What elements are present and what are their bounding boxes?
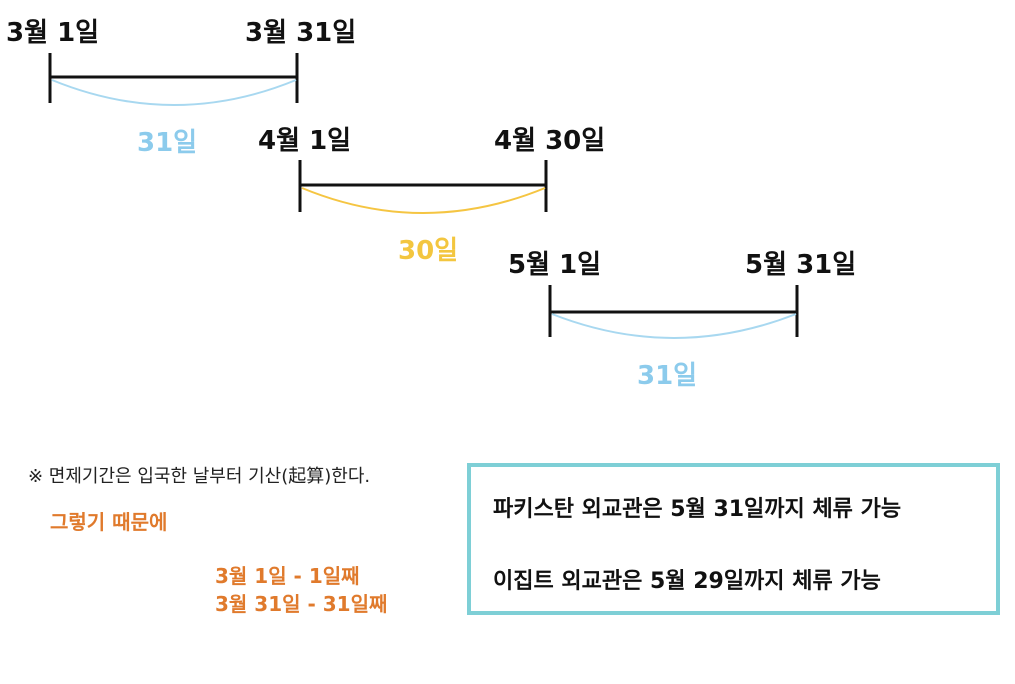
info-box-line-1: 파키스탄 외교관은 5월 31일까지 체류 가능: [493, 497, 902, 522]
march-days-label: 31일: [137, 128, 198, 158]
april-segment: [298, 160, 548, 214]
info-box: 파키스탄 외교관은 5월 31일까지 체류 가능 이집트 외교관은 5월 29일…: [467, 463, 1000, 615]
info-box-line-2: 이집트 외교관은 5월 29일까지 체류 가능: [493, 569, 881, 594]
may-arc: [551, 313, 797, 339]
april-end-label: 4월 30일: [494, 126, 606, 156]
may-start-label: 5월 1일: [508, 250, 602, 280]
april-days-label: 30일: [398, 236, 459, 266]
day-count-line-2: 3월 31일 - 31일째: [215, 592, 388, 616]
april-arc: [301, 187, 546, 214]
april-start-label: 4월 1일: [258, 126, 352, 156]
march-end-label: 3월 31일: [245, 18, 357, 48]
therefore-text: 그렇기 때문에: [50, 510, 168, 534]
may-segment: [548, 285, 799, 339]
march-start-label: 3월 1일: [6, 18, 100, 48]
note-text: ※ 면제기간은 입국한 날부터 기산(起算)한다.: [28, 466, 371, 487]
march-arc: [51, 79, 297, 106]
march-segment: [48, 53, 299, 106]
day-count-line-1: 3월 1일 - 1일째: [215, 564, 360, 588]
may-days-label: 31일: [637, 361, 698, 391]
may-end-label: 5월 31일: [745, 250, 857, 280]
